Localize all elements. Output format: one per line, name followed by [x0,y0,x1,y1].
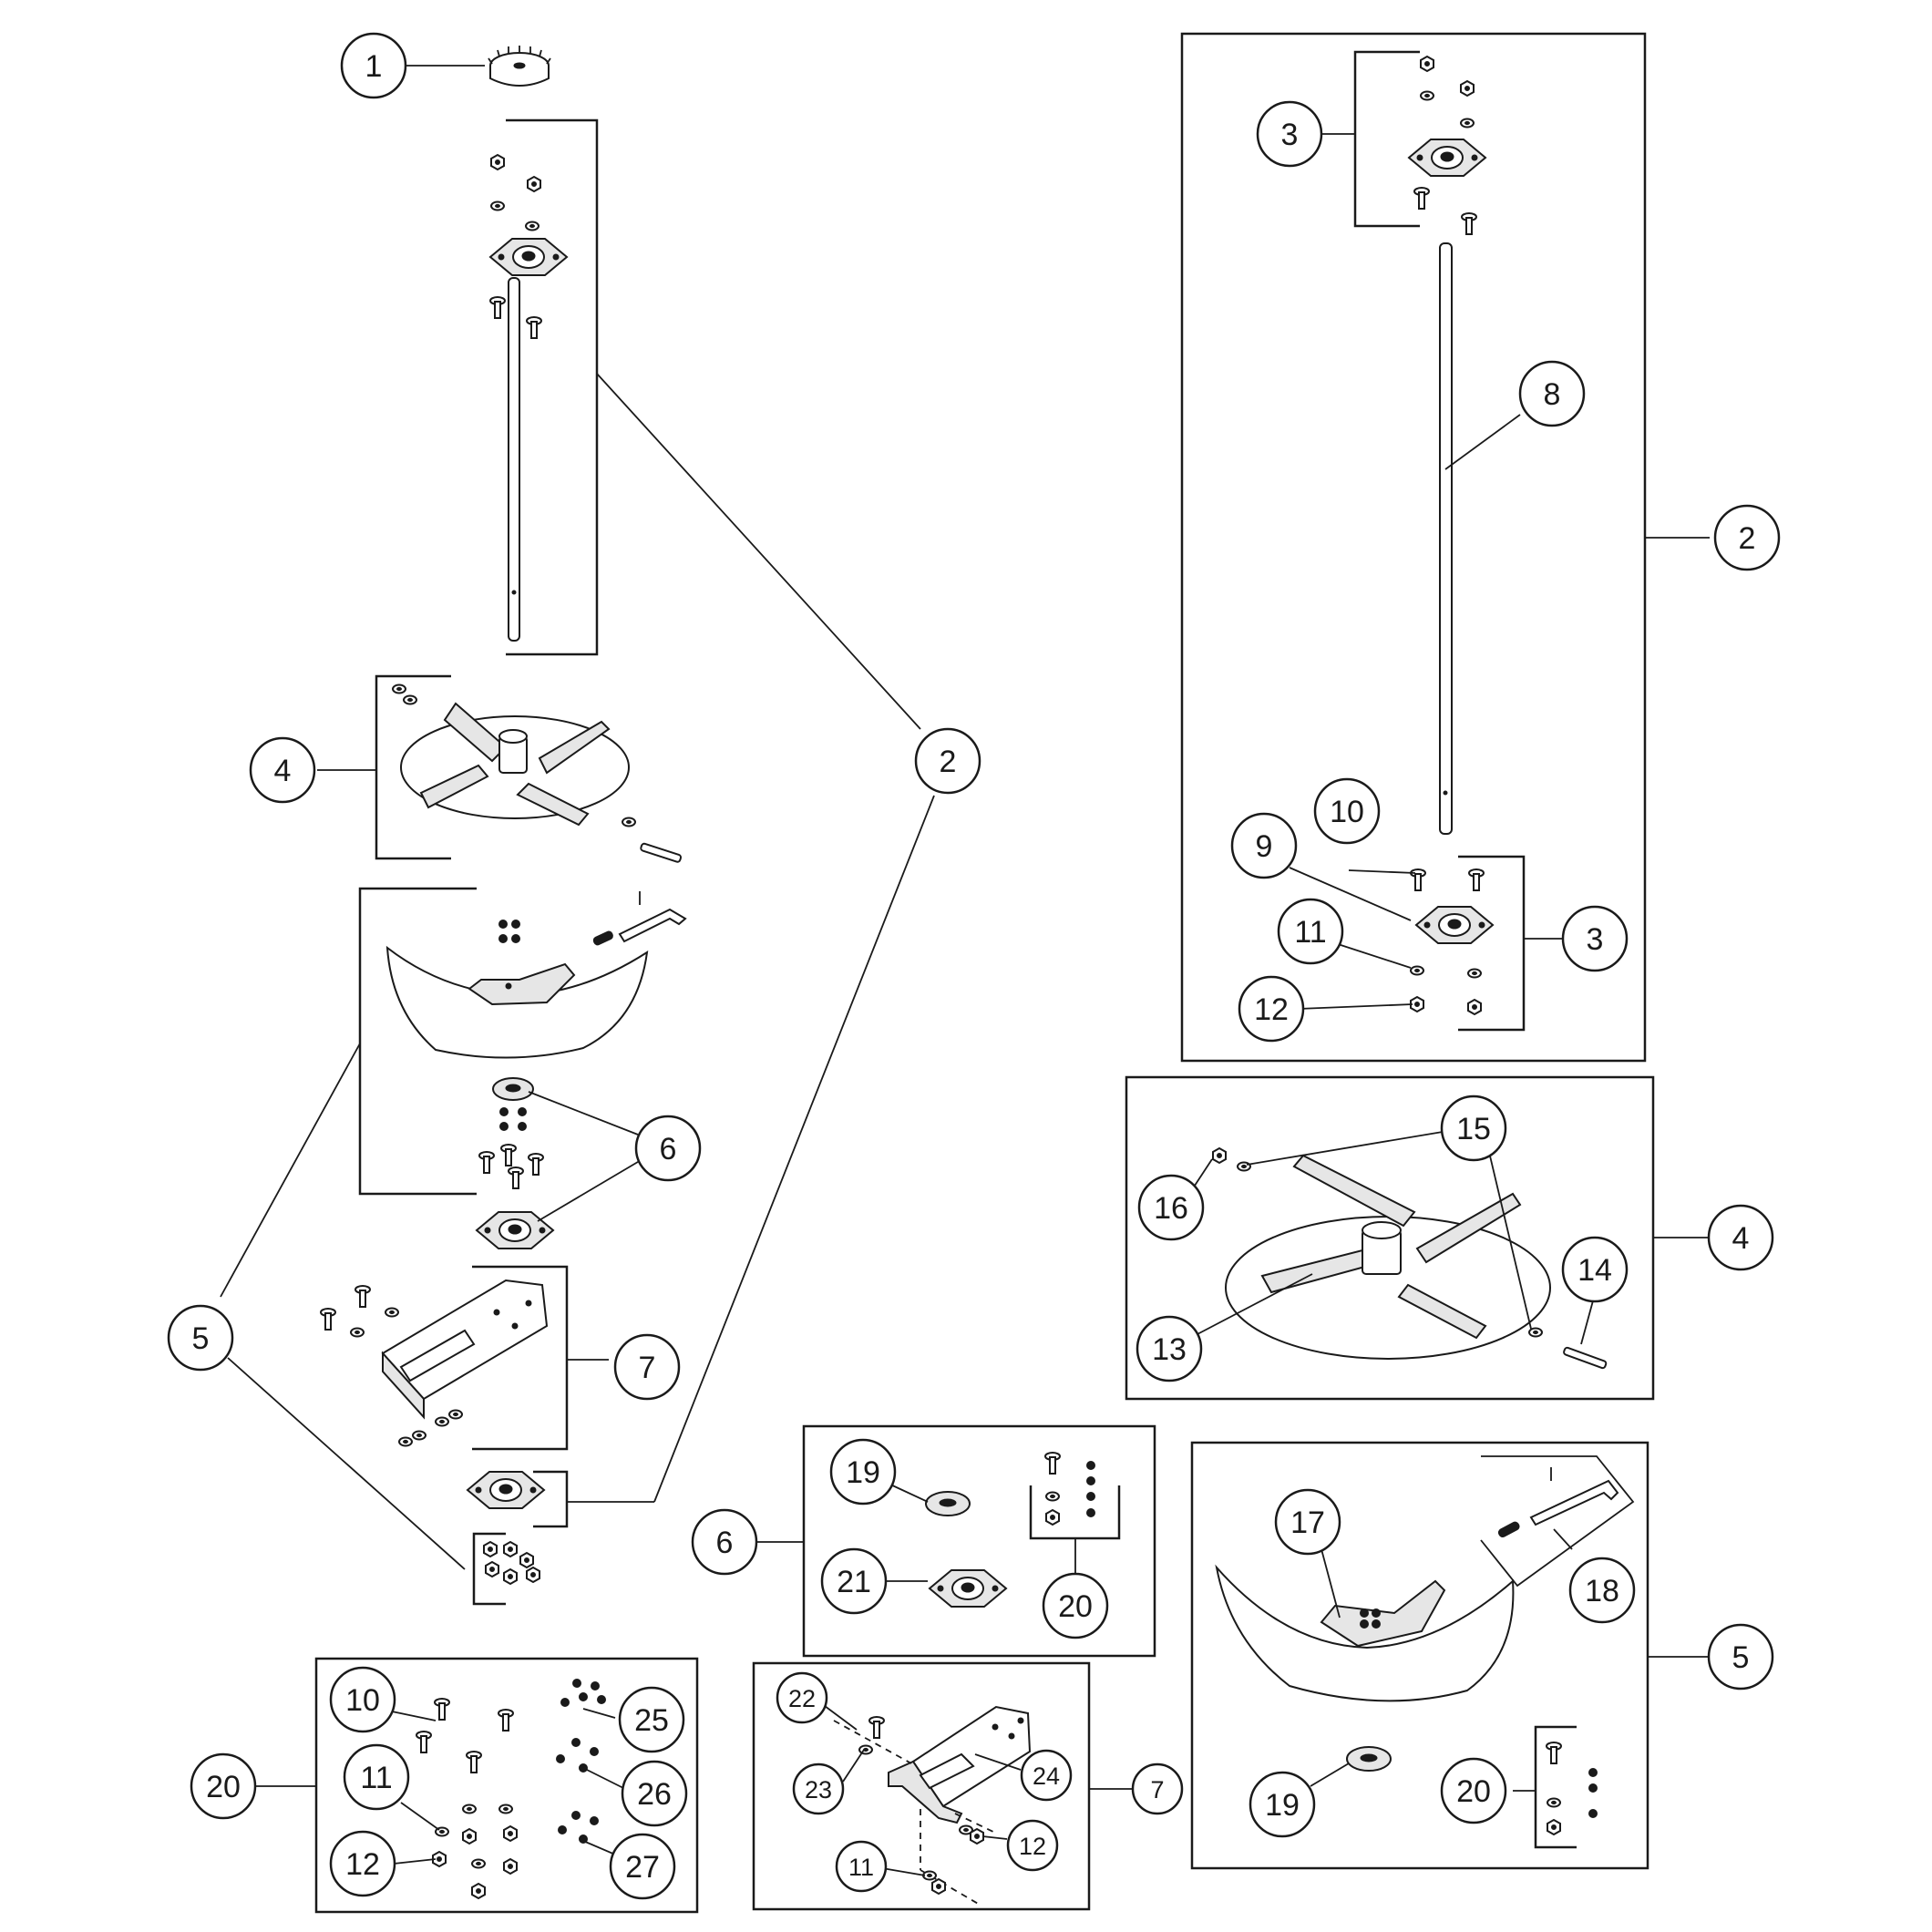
callout-12: 12 [329,1830,396,1897]
callout-21: 21 [820,1547,888,1615]
callout-5: 5 [167,1304,234,1372]
callout-number: 7 [1150,1776,1164,1804]
callout-number: 16 [1154,1191,1188,1226]
callout-number: 19 [1265,1788,1300,1823]
callout-7: 7 [613,1333,681,1401]
callout-19: 19 [829,1438,897,1506]
callout-number: 24 [1033,1762,1060,1790]
callout-number: 20 [1456,1774,1491,1809]
callout-23: 23 [792,1762,845,1815]
callout-number: 7 [639,1351,656,1385]
callout-number: 3 [1281,118,1299,152]
callout-number: 8 [1544,377,1561,412]
callout-number: 12 [345,1847,380,1882]
callout-number: 15 [1456,1112,1491,1146]
callout-number: 6 [716,1526,734,1560]
callout-20: 20 [190,1752,257,1820]
callout-number: 12 [1019,1833,1046,1860]
callout-number: 26 [637,1777,672,1812]
callout-7: 7 [1131,1762,1184,1815]
callout-27: 27 [609,1833,676,1900]
flange-kit-detail [752,1424,1156,1658]
callout-number: 2 [940,745,957,779]
callout-number: 3 [1587,922,1604,957]
callout-number: 27 [625,1850,660,1885]
callout-number: 10 [345,1683,380,1718]
callout-13: 13 [1136,1315,1203,1382]
callout-number: 4 [274,754,292,788]
spinner-disc-detail [1190,1441,1710,1870]
callout-11: 11 [1277,898,1344,965]
callout-6: 6 [691,1508,758,1576]
callout-number: 20 [206,1770,241,1804]
callout-number: 6 [660,1132,677,1166]
callout-11: 11 [835,1840,888,1893]
sprocket-part [488,46,551,87]
callout-number: 9 [1256,829,1273,864]
hardware-kit-detail [253,1657,699,1914]
callout-17: 17 [1274,1488,1341,1556]
main-exploded-assembly [220,46,935,1606]
callout-8: 8 [1518,360,1586,427]
callout-number: 18 [1585,1574,1619,1608]
bracket-detail [752,1661,1137,1911]
callout-4: 4 [249,736,316,804]
callout-9: 9 [1230,812,1298,879]
callout-2: 2 [914,727,981,795]
callout-number: 11 [848,1854,874,1881]
callout-number: 13 [1152,1332,1187,1367]
callout-20: 20 [1440,1757,1507,1824]
callout-number: 12 [1254,992,1289,1027]
callout-5: 5 [1707,1623,1774,1690]
callout-number: 20 [1058,1589,1093,1624]
callout-number: 2 [1739,521,1756,556]
impeller-detail [1125,1075,1710,1401]
callout-number: 11 [1294,915,1326,950]
callout-12: 12 [1006,1819,1059,1872]
callout-11: 11 [343,1743,410,1811]
callout-26: 26 [621,1760,688,1827]
callout-number: 25 [634,1703,669,1738]
callout-14: 14 [1561,1236,1629,1303]
callout-15: 15 [1440,1094,1507,1162]
callout-24: 24 [1020,1749,1073,1802]
callout-19: 19 [1249,1771,1316,1838]
callout-number: 22 [788,1685,816,1712]
shaft-assembly-detail [1180,32,1710,1063]
callout-20: 20 [1042,1572,1109,1639]
callout-25: 25 [618,1686,685,1753]
callout-number: 4 [1732,1221,1750,1256]
callout-number: 17 [1290,1506,1325,1540]
callout-18: 18 [1568,1557,1636,1624]
callout-number: 23 [805,1776,832,1804]
callout-number: 5 [192,1321,210,1356]
callout-number: 1 [365,49,383,84]
callout-number: 19 [846,1455,880,1490]
callout-10: 10 [329,1666,396,1733]
callout-3: 3 [1256,100,1323,168]
callout-2: 2 [1713,504,1781,571]
callout-number: 10 [1330,795,1364,829]
callout-4: 4 [1707,1204,1774,1271]
callout-6: 6 [634,1115,702,1182]
callout-1: 1 [340,32,407,99]
callout-number: 14 [1577,1253,1612,1288]
callout-16: 16 [1137,1174,1205,1241]
callout-10: 10 [1313,777,1381,845]
callout-12: 12 [1238,975,1305,1043]
callout-number: 21 [837,1565,871,1599]
callout-3: 3 [1561,905,1629,972]
callout-number: 11 [360,1761,392,1795]
callout-number: 5 [1732,1640,1750,1675]
callout-22: 22 [776,1671,828,1724]
